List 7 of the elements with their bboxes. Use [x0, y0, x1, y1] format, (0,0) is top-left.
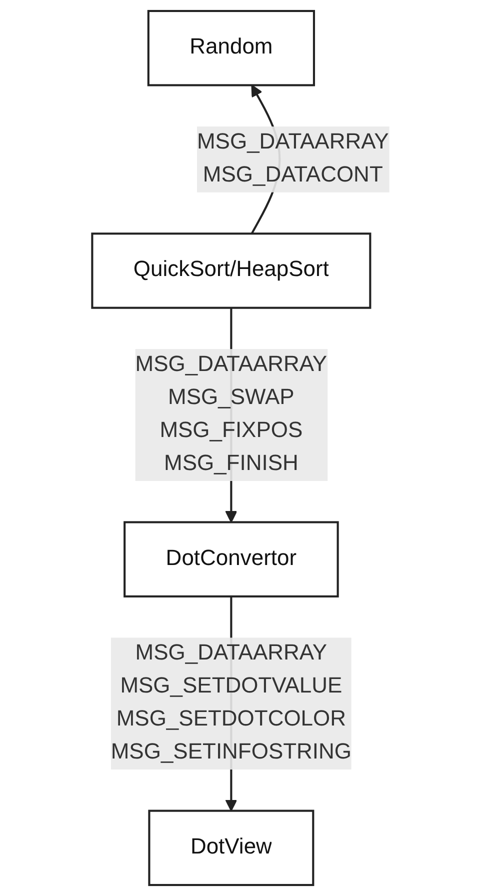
node-box: DotView	[148, 810, 314, 886]
edge-label: MSG_DATAARRAY MSG_SWAP MSG_FIXPOS MSG_FINISH	[135, 353, 328, 476]
node-box: Random	[147, 10, 315, 86]
edge-label: MSG_DATAARRAY MSG_DATACONT	[196, 130, 389, 187]
edge-label: MSG_DATAARRAY MSG_SETDOTVALUE MSG_SETDOTCOLOR MSG_SETINFOSTRING	[110, 642, 352, 764]
node-box: QuickSort/HeapSort	[91, 232, 372, 309]
node-box: DotConvertor	[124, 521, 339, 598]
